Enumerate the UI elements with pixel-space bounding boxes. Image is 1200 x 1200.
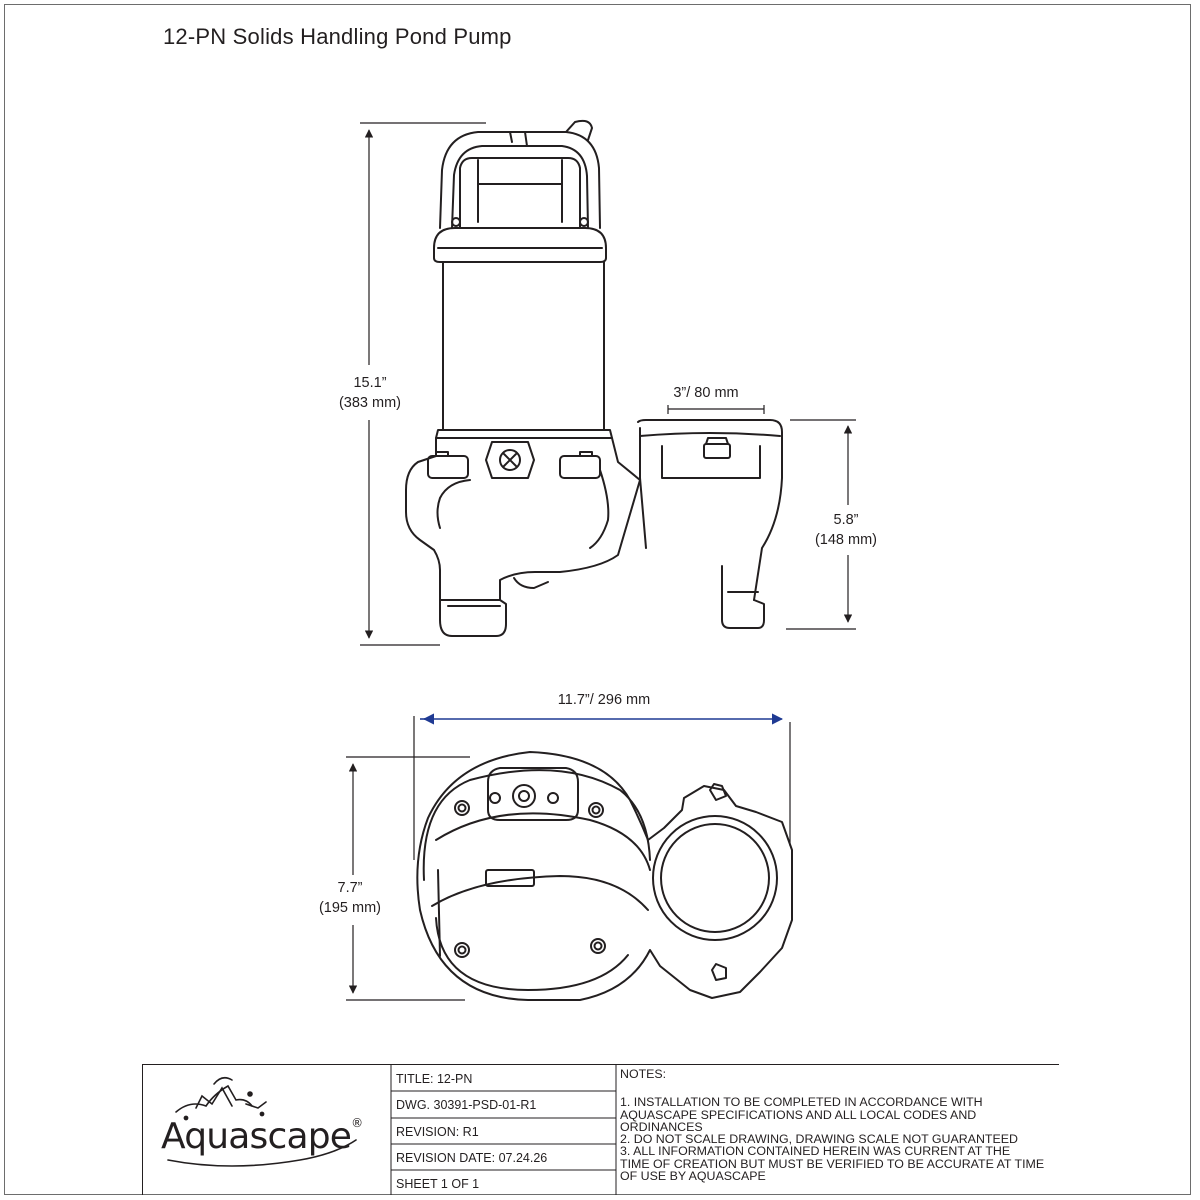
aquascape-logo-text: Aquascape®: [161, 1116, 363, 1157]
height-inches: 15.1”: [353, 375, 387, 391]
title-block: [142, 1064, 1059, 1195]
page-title: 12-PN Solids Handling Pond Pump: [163, 24, 512, 49]
sheet-field: SHEET 1 OF 1: [396, 1177, 480, 1191]
note-line: AQUASCAPE SPECIFICATIONS AND ALL LOCAL C…: [620, 1107, 977, 1122]
motor-cap: [459, 157, 581, 229]
top-housing: [416, 751, 793, 1001]
sheet-border: [4, 4, 1191, 1195]
note-line: 2. DO NOT SCALE DRAWING, DRAWING SCALE N…: [620, 1132, 1018, 1147]
discharge-dimension-label: 3”/ 80 mm: [673, 385, 739, 401]
notes-block: NOTES: 1. INSTALLATION TO BE COMPLETED I…: [620, 1067, 1056, 1184]
pump-foot-left: [439, 599, 507, 637]
note-line: 1. INSTALLATION TO BE COMPLETED IN ACCOR…: [620, 1095, 983, 1110]
pump-top-view: [416, 751, 793, 1001]
note-line: TIME OF CREATION BUT MUST BE VERIFIED TO…: [620, 1156, 1045, 1171]
side-screw: [499, 449, 521, 471]
revision-date-field: REVISION DATE: 07.24.26: [396, 1151, 548, 1165]
trademark-symbol: ®: [351, 1116, 363, 1130]
height-dimension-label: 15.1” (383 mm): [310, 373, 430, 413]
width-inches: 7.7”: [337, 880, 363, 896]
pump-side-view: [405, 119, 783, 637]
width-mm: (195 mm): [318, 900, 382, 916]
note-line: 3. ALL INFORMATION CONTAINED HEREIN WAS …: [620, 1144, 1011, 1159]
discharge-height-mm: (148 mm): [814, 532, 878, 548]
label-plate: [485, 869, 535, 887]
discharge-port: [652, 815, 778, 941]
motor-housing: [442, 261, 605, 431]
aquascape-logo-mark: [167, 1076, 357, 1167]
title-field: TITLE: 12-PN: [396, 1072, 473, 1086]
pump-handle: [439, 131, 601, 229]
note-line: ORDINANCES: [620, 1119, 703, 1134]
note-line: OF USE BY AQUASCAPE: [620, 1169, 766, 1184]
title-block-grid: [390, 1064, 617, 1195]
drawing-number-field: DWG. 30391-PSD-01-R1: [396, 1098, 537, 1112]
discharge-height-label: 5.8” (148 mm): [786, 510, 906, 550]
revision-field: REVISION: R1: [396, 1125, 479, 1139]
pump-foot-right: [721, 565, 765, 629]
width-dimension-label: 7.7” (195 mm): [290, 878, 410, 918]
motor-collar: [433, 227, 607, 263]
dimension-lines: [346, 122, 856, 1001]
volute-body: [405, 437, 641, 601]
length-dimension-label: 11.7”/ 296 mm: [557, 692, 651, 708]
discharge-height-inches: 5.8”: [833, 512, 859, 528]
notes-header: NOTES:: [620, 1067, 667, 1081]
discharge-outlet: [637, 419, 783, 601]
height-mm: (383 mm): [338, 395, 402, 411]
brand-name: Aquascape: [161, 1116, 352, 1157]
